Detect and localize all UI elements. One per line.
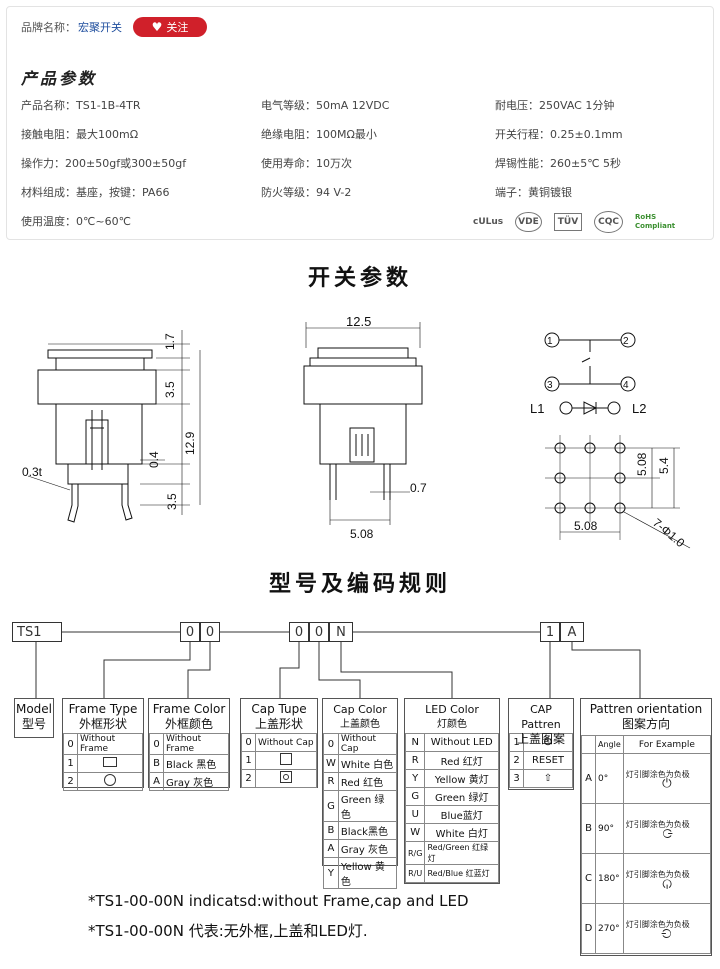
dim-pitch-front: 5.08 xyxy=(350,527,374,541)
ul-cert-icon: cULus xyxy=(473,217,504,227)
param-item: 使用温度：0℃~60℃ xyxy=(21,215,131,228)
side-view xyxy=(27,330,201,523)
orientation-example-b: 灯引脚涂色为负极⏻ xyxy=(622,803,712,854)
pin-4-label: 4 xyxy=(623,380,629,391)
param-item: 操作力：200±50gf或300±50gf xyxy=(21,157,187,170)
brand-name-link[interactable]: 宏聚开关 xyxy=(78,21,122,34)
pin-2-label: 2 xyxy=(623,336,629,347)
frame-round-icon xyxy=(104,774,116,786)
code-cell-cap-type: 0 xyxy=(289,622,309,642)
param-item: 端子：黄铜镀银 xyxy=(495,186,572,199)
dim-pitch-grid: 5.08 xyxy=(574,519,598,533)
dim-pin-w: 0.7 xyxy=(410,481,427,495)
note-en: *TS1-00-00N indicatsd:without Frame,cap … xyxy=(88,892,469,910)
pin-1-label: 1 xyxy=(547,336,553,347)
dim-t: 0.3t xyxy=(22,465,43,479)
switch-params-heading: 开关参数 xyxy=(307,266,412,291)
product-card: 品牌名称： 宏聚开关 ♥ 关注 产品参数 产品名称：TS1-1B-4TR 电气等… xyxy=(6,6,714,240)
dim-h2: 3.5 xyxy=(163,381,177,398)
dim-h3: 12.9 xyxy=(183,431,197,455)
vde-cert-icon: VDE xyxy=(515,212,542,232)
param-item: 电气等级：50mA 12VDC xyxy=(261,99,390,112)
hole-grid xyxy=(545,435,691,549)
code-cell-cap-color: 0 xyxy=(309,622,329,642)
pin-3-label: 3 xyxy=(547,380,553,391)
param-item: 接触电阻：最大100mΩ xyxy=(21,128,139,141)
heart-icon: ♥ xyxy=(151,20,163,34)
code-rules-heading: 型号及编码规则 xyxy=(268,572,451,597)
arrow-up-icon: ⇧ xyxy=(523,769,573,788)
cap-square-icon xyxy=(280,753,292,765)
l2-label: L2 xyxy=(632,401,646,416)
dim-h5: 3.5 xyxy=(165,493,179,510)
code-cell-model: TS1 xyxy=(12,622,62,642)
param-item: 防火等级：94 V-2 xyxy=(261,186,352,199)
front-view xyxy=(303,322,423,525)
brand-row: 品牌名称： 宏聚开关 xyxy=(21,19,122,35)
frame-square-icon xyxy=(103,757,117,767)
params-title: 产品参数 xyxy=(21,69,98,88)
code-cell-frame-type: 0 xyxy=(180,622,200,642)
dim-h4: 0.4 xyxy=(147,451,161,468)
rohs-cert-icon: RoHS Compliant xyxy=(635,213,676,230)
brand-label: 品牌名称： xyxy=(21,21,76,34)
dim-grid-v: 5.4 xyxy=(657,457,671,474)
code-connector-lines xyxy=(35,631,641,698)
code-cell-cap-pattern: 1 xyxy=(540,622,560,642)
dim-hole: 7-Φ1.0 xyxy=(650,516,688,550)
orientation-example-a: 灯引脚涂色为负极⏻ xyxy=(622,753,712,804)
tuv-cert-icon: TÜV xyxy=(553,213,583,231)
param-item: 产品名称：TS1-1B-4TR xyxy=(21,99,141,112)
cert-logos: cULus VDE TÜV CQC RoHS Compliant xyxy=(473,211,679,233)
follow-button[interactable]: ♥ 关注 xyxy=(133,17,207,37)
follow-label: 关注 xyxy=(166,21,189,34)
param-item: 使用寿命：10万次 xyxy=(261,157,352,170)
code-cell-led-color: N xyxy=(329,622,353,642)
dim-grid-h: 5.08 xyxy=(635,452,649,476)
param-item: 耐电压：250VAC 1分钟 xyxy=(495,99,615,112)
orientation-example-d: 灯引脚涂色为负极⏻ xyxy=(622,903,712,954)
param-item: 开关行程：0.25±0.1mm xyxy=(495,128,623,141)
code-cell-orientation: A xyxy=(560,622,584,642)
param-item: 绝缘电阻：100MΩ最小 xyxy=(261,128,377,141)
dim-h1: 1.7 xyxy=(163,333,177,350)
circuit-schematic xyxy=(544,332,636,415)
param-item: 焊锡性能：260±5℃ 5秒 xyxy=(495,157,622,170)
param-item: 材料组成：基座，按键：PA66 xyxy=(21,186,170,199)
dim-top-w: 12.5 xyxy=(346,314,371,329)
note-cn: *TS1-00-00N 代表:无外框,上盖和LED灯. xyxy=(88,922,368,940)
cap-round-icon xyxy=(280,771,292,783)
l1-label: L1 xyxy=(530,401,544,416)
dimension-drawing: 1.7 3.5 12.9 0.4 3.5 0.3t 12.5 0.7 5.08 xyxy=(22,314,691,550)
cqc-cert-icon: CQC xyxy=(594,211,624,233)
orientation-example-c: 灯引脚涂色为负极⏻ xyxy=(622,853,712,904)
code-cell-frame-color: 0 xyxy=(200,622,220,642)
